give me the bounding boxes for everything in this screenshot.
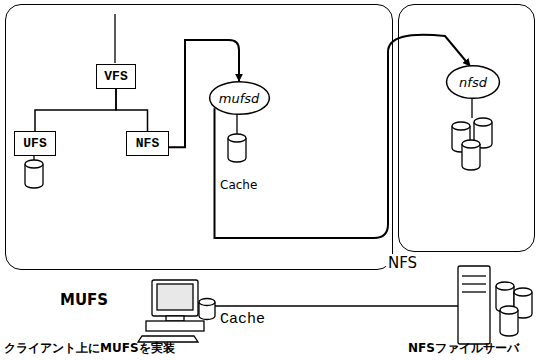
node-label: VFS — [104, 69, 127, 84]
machine-frame: nfsd — [398, 4, 535, 252]
connector — [215, 35, 471, 238]
disk-symbol — [514, 288, 532, 296]
monitor-stand — [166, 316, 184, 321]
monitor — [152, 280, 198, 316]
node-label: nfsd — [459, 75, 487, 90]
system-name: MUFS — [60, 291, 108, 309]
disk-symbol — [496, 282, 514, 290]
cache-label: Cache — [220, 311, 265, 328]
disk-symbol — [452, 122, 470, 130]
screen — [157, 284, 193, 310]
disk-symbol — [500, 306, 518, 314]
disk-symbol — [25, 160, 43, 168]
server-slot — [462, 283, 486, 284]
daemon-ellipse: mufsd — [209, 81, 270, 115]
cache-symbol — [199, 299, 215, 306]
network-wire — [214, 305, 458, 306]
cache-link — [236, 114, 237, 134]
cache-label: Cache — [220, 178, 257, 192]
layer-box: UFS — [14, 131, 56, 156]
node-label: mufsd — [219, 91, 260, 106]
workstation-base — [146, 321, 204, 331]
cache-symbol — [228, 134, 246, 142]
daemon-ellipse: nfsd — [446, 65, 500, 99]
root-line — [114, 14, 115, 63]
disk-link — [471, 98, 472, 118]
caption-text: NFSファイルサーバ — [408, 340, 519, 357]
node-label: NFS — [136, 136, 159, 151]
layer-box: NFS — [126, 131, 169, 156]
node-label: UFS — [23, 136, 46, 151]
caption-text: クライアント上にMUFSを実装 — [4, 340, 175, 357]
disk-symbol — [462, 140, 480, 148]
connector — [116, 89, 148, 131]
disk-symbol — [474, 118, 492, 126]
connector — [35, 89, 116, 131]
edge-label: NFS — [386, 254, 419, 272]
machine-frame: VFS UFS NFS mufsd — [5, 4, 393, 270]
server-slot — [462, 291, 486, 292]
server-tower — [458, 266, 490, 344]
layer-box: VFS — [96, 64, 136, 89]
server-slot — [462, 275, 486, 276]
